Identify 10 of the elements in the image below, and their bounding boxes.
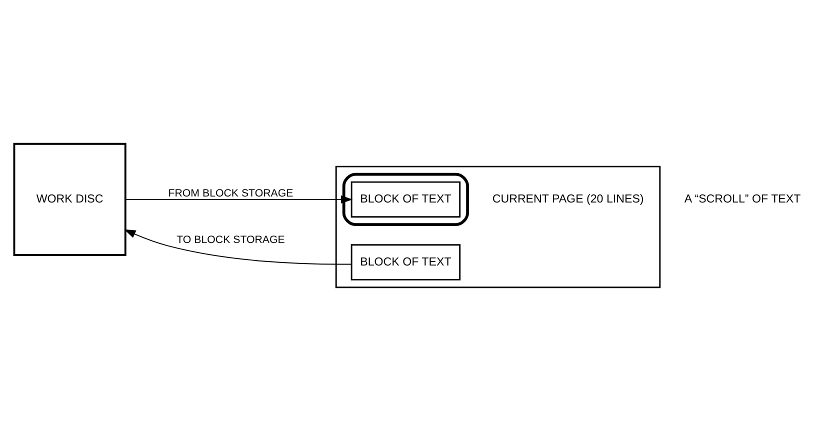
- node-box: BLOCK OF TEXT: [350, 180, 461, 218]
- cluster: [335, 165, 661, 288]
- edge-label: TO BLOCK STORAGE: [176, 233, 285, 246]
- edge-label: FROM BLOCK STORAGE: [168, 186, 294, 199]
- node-box: WORK DISC: [13, 142, 126, 256]
- arrow: [124, 228, 352, 264]
- node-label: CURRENT PAGE (20 LINES): [492, 192, 644, 205]
- node-label: A “SCROLL” OF TEXT: [684, 192, 801, 205]
- arrow: [125, 194, 353, 203]
- node-box: BLOCK OF TEXT: [350, 244, 461, 280]
